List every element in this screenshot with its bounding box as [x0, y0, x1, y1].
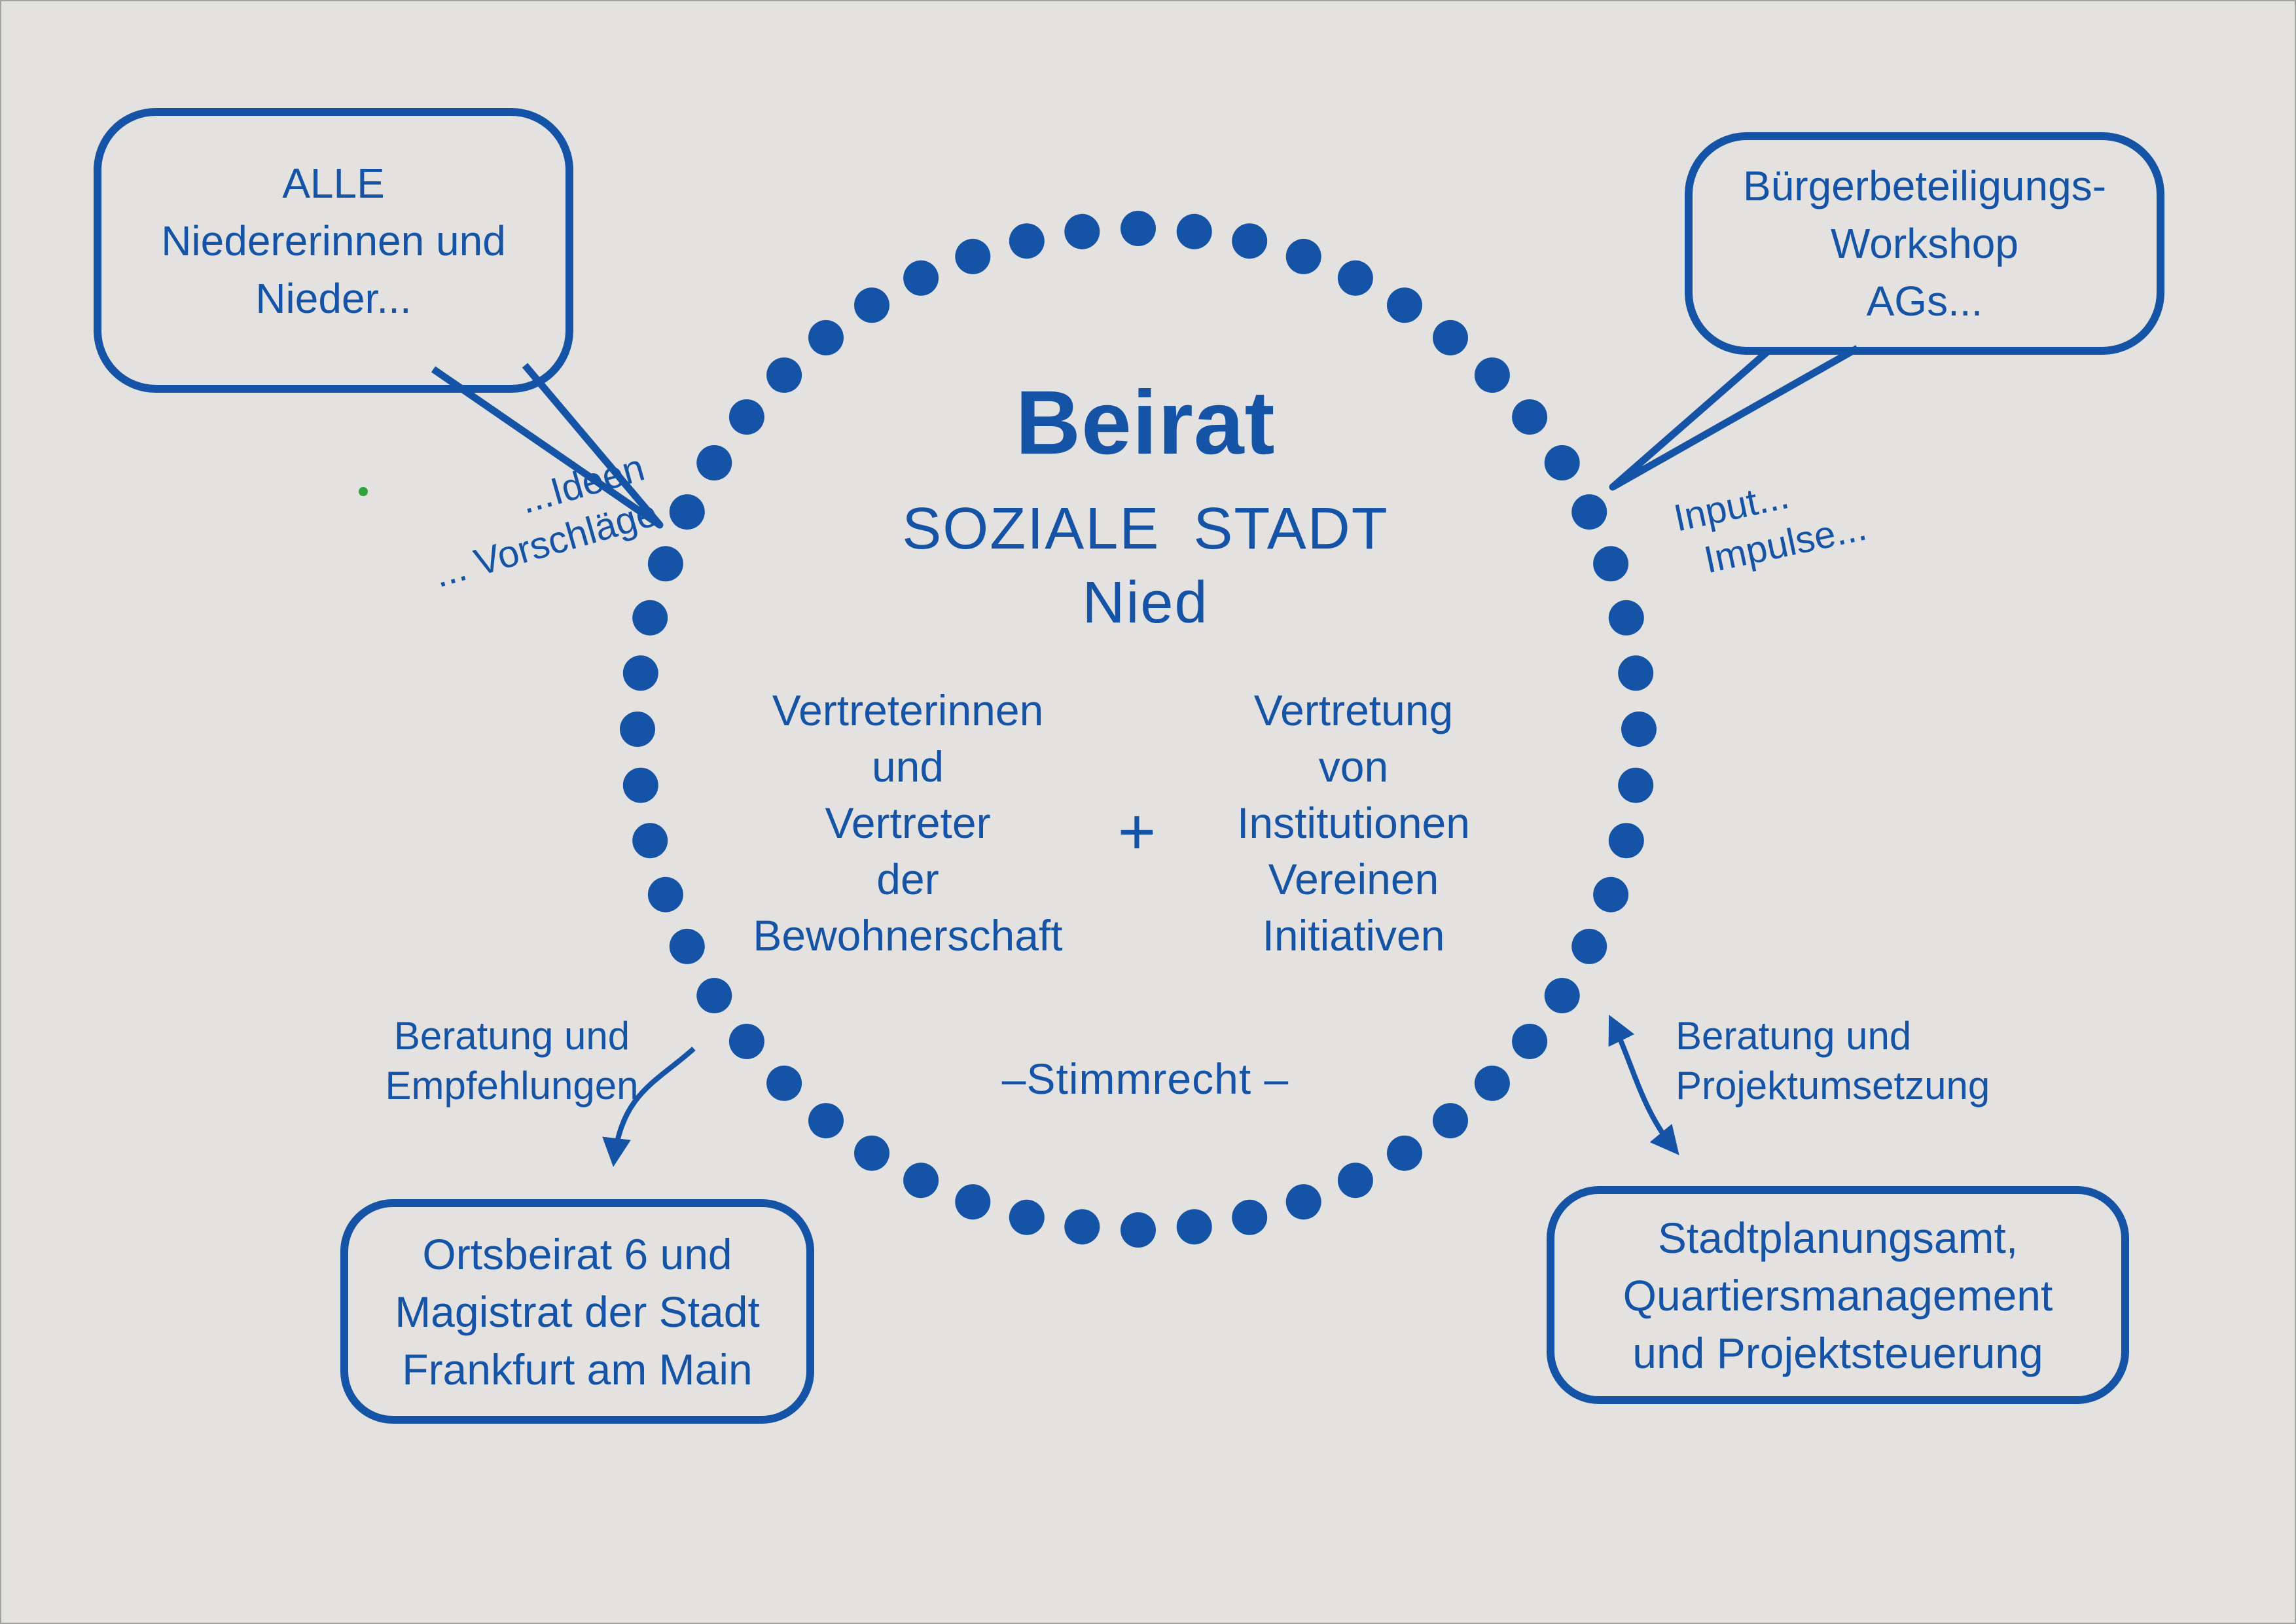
- column-line: Initiativen: [1262, 911, 1445, 960]
- input-annotation: Input... Impulse...: [1670, 444, 1933, 588]
- circle-dot: [955, 238, 991, 274]
- circle-dot: [1544, 978, 1580, 1013]
- small-green-dot: [359, 487, 368, 496]
- circle-dot: [808, 1103, 844, 1139]
- advice-line: Projektumsetzung: [1676, 1064, 1990, 1108]
- box-ortsbeirat-magistrat: Ortsbeirat 6 und Magistrat der Stadt Fra…: [340, 1199, 814, 1424]
- column-line: Vertreterinnen: [772, 686, 1044, 734]
- circle-dot: [669, 494, 705, 530]
- circle-dot: [955, 1184, 991, 1220]
- column-line: und: [871, 742, 944, 791]
- circle-dot: [903, 1163, 939, 1199]
- bubble-text-line: Bürgerbeteiligungs-: [1743, 162, 2106, 209]
- circle-dot: [1433, 1103, 1468, 1139]
- circle-dot: [1009, 223, 1045, 259]
- circle-dot: [1571, 494, 1607, 530]
- box-text-line: Stadtplanungsamt,: [1657, 1213, 2018, 1262]
- circle-dot: [808, 319, 844, 355]
- column-line: Bewohnerschaft: [753, 911, 1063, 960]
- voting-rights-note: –Stimmrecht –: [1001, 1055, 1289, 1103]
- column-line: Institutionen: [1237, 799, 1470, 847]
- circle-dot: [854, 287, 889, 323]
- circle-dot: [1337, 1163, 1373, 1199]
- circle-dot: [728, 1024, 764, 1059]
- circle-dot: [1064, 213, 1100, 249]
- circle-dot: [1064, 1209, 1100, 1245]
- circle-dot: [1593, 546, 1629, 582]
- circle-dot: [903, 260, 939, 296]
- bubble-text-line: AGs...: [1866, 278, 1983, 325]
- circle-dot: [1121, 211, 1156, 246]
- column-line: der: [876, 855, 939, 903]
- bubble-text-line: Nieder...: [255, 274, 412, 322]
- box-text-line: und Projektsteuerung: [1632, 1328, 2043, 1377]
- box-text-line: Quartiersmanagement: [1623, 1271, 2053, 1320]
- bubble-text-line: Niedererinnen und: [161, 217, 506, 264]
- circle-dot: [1608, 600, 1644, 636]
- circle-dot: [1618, 767, 1654, 803]
- circle-dot: [696, 978, 732, 1013]
- circle-dot: [728, 399, 764, 435]
- box-text-line: Frankfurt am Main: [402, 1344, 753, 1394]
- circle-subtitle-nied: Nied: [1082, 570, 1209, 636]
- circle-dot: [1121, 1212, 1156, 1248]
- circle-dot: [1387, 287, 1422, 323]
- circle-dot: [766, 1065, 802, 1101]
- speech-bubble-workshops: Bürgerbeteiligungs- Workshop AGs...: [1685, 132, 2164, 355]
- circle-dot: [1474, 1065, 1510, 1101]
- circle-dot: [696, 445, 732, 480]
- right-column-institutions: Vertretung von Institutionen Vereinen In…: [1092, 682, 1615, 964]
- circle-dot: [1512, 1024, 1548, 1059]
- circle-dot: [1387, 1135, 1422, 1171]
- circle-dot: [1232, 223, 1268, 259]
- circle-dot: [1512, 399, 1548, 435]
- box-stadtplanungsamt: Stadtplanungsamt, Quartiersmanagement un…: [1547, 1186, 2129, 1404]
- circle-dot: [1433, 319, 1468, 355]
- circle-dot: [1285, 238, 1321, 274]
- bubble-text-line: Workshop: [1831, 220, 2018, 267]
- advice-left-label: Beratung und Empfehlungen: [342, 1011, 682, 1111]
- double-arrow-advice-right: [1608, 1015, 1679, 1155]
- circle-dot: [766, 357, 802, 393]
- circle-subtitle: SOZIALE STADT: [902, 496, 1389, 562]
- box-text-line: Magistrat der Stadt: [395, 1287, 760, 1336]
- advice-right-label: Beratung und Projektumsetzung: [1676, 1011, 2134, 1111]
- circle-dot: [1009, 1199, 1045, 1235]
- column-line: Vertreter: [825, 799, 991, 847]
- circle-dot: [1474, 357, 1510, 393]
- circle-dot: [1621, 712, 1657, 747]
- circle-dot: [1176, 213, 1212, 249]
- circle-dot: [1544, 445, 1580, 480]
- bubble-text-line: ALLE: [282, 159, 385, 207]
- circle-title: Beirat: [1015, 372, 1276, 473]
- advice-line: Beratung und: [393, 1014, 630, 1058]
- circle-dot: [1337, 260, 1373, 296]
- circle-dot: [647, 546, 683, 582]
- ideas-annotation: ...Ideen ... Vorschläge: [334, 444, 662, 622]
- circle-dot: [632, 600, 668, 636]
- column-line: Vertretung: [1253, 686, 1454, 734]
- advice-line: Beratung und: [1676, 1014, 1912, 1058]
- box-text-line: Ortsbeirat 6 und: [422, 1229, 732, 1278]
- circle-dot: [854, 1135, 889, 1171]
- speech-bubble-all-residents: ALLE Niedererinnen und Nieder...: [94, 108, 573, 393]
- circle-dot: [1285, 1184, 1321, 1220]
- advice-line: Empfehlungen: [385, 1064, 639, 1108]
- circle-dot: [1176, 1209, 1212, 1245]
- column-line: Vereinen: [1268, 855, 1439, 903]
- circle-dot: [1232, 1199, 1268, 1235]
- left-column-residents: Vertreterinnen und Vertreter der Bewohne…: [646, 682, 1170, 964]
- column-line: von: [1318, 742, 1389, 791]
- plus-sign: +: [1117, 795, 1157, 869]
- circle-dot: [1618, 655, 1654, 691]
